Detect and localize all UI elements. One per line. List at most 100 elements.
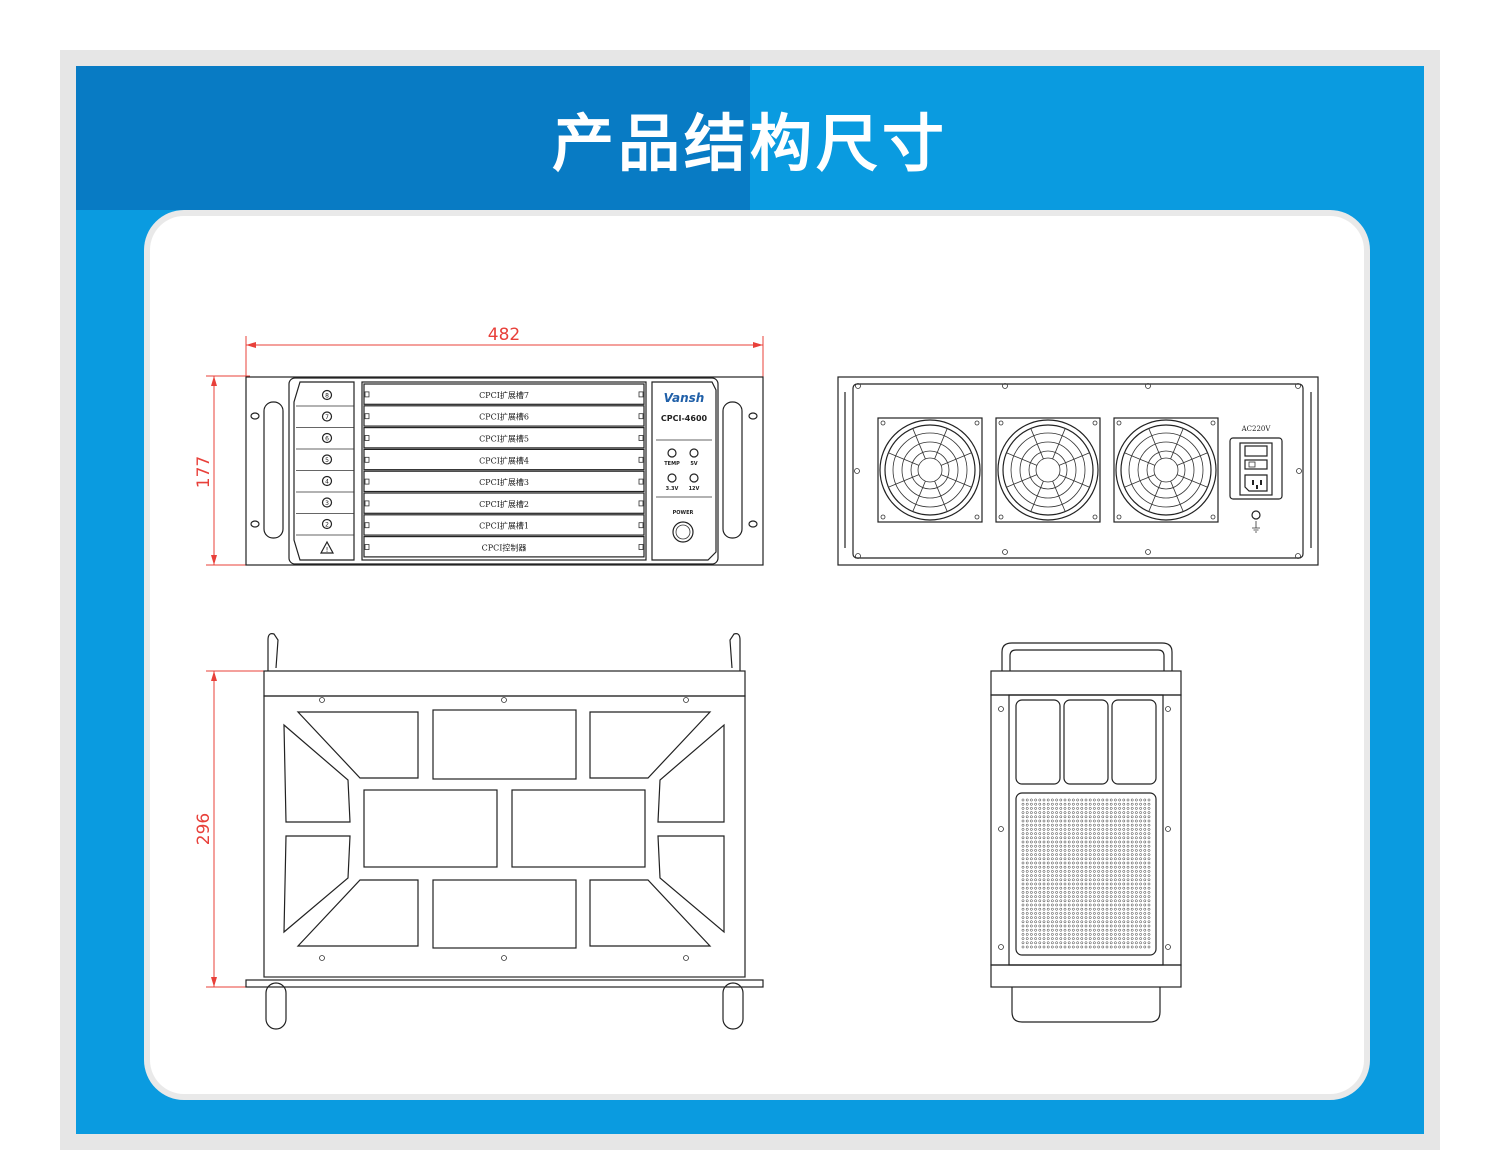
mesh-hole bbox=[1072, 836, 1075, 840]
slot-number: 6 bbox=[325, 436, 329, 443]
mesh-hole bbox=[1055, 941, 1058, 945]
power-switch[interactable] bbox=[1244, 459, 1268, 470]
mesh-hole bbox=[1034, 857, 1037, 861]
mesh-hole bbox=[1135, 903, 1138, 907]
power-button[interactable] bbox=[672, 521, 694, 543]
mesh-hole bbox=[1046, 844, 1050, 848]
mesh-hole bbox=[1084, 933, 1088, 936]
mesh-hole bbox=[1114, 945, 1117, 949]
mesh-hole bbox=[1051, 941, 1054, 945]
mesh-hole bbox=[1097, 849, 1100, 852]
screw bbox=[319, 697, 325, 703]
mesh-hole bbox=[1147, 802, 1151, 806]
iec-inlet bbox=[1244, 474, 1268, 492]
fan-group bbox=[877, 417, 1219, 523]
slot-number-circle bbox=[321, 518, 333, 530]
mesh-hole bbox=[1093, 933, 1096, 936]
side-top-handle bbox=[1001, 642, 1173, 671]
mesh-hole bbox=[1025, 891, 1029, 894]
depth-dimension-label: 296 bbox=[194, 813, 214, 845]
mesh-hole bbox=[1059, 836, 1063, 840]
mesh-hole bbox=[1143, 836, 1147, 840]
mesh-hole bbox=[1042, 891, 1046, 894]
mesh-hole bbox=[1042, 945, 1046, 949]
fan-guard-ring bbox=[1153, 457, 1179, 483]
mesh-hole bbox=[1072, 849, 1075, 852]
mesh-hole bbox=[1084, 857, 1088, 861]
mesh-hole bbox=[1114, 807, 1117, 810]
mesh-hole bbox=[1072, 928, 1075, 932]
mesh-hole bbox=[1101, 895, 1105, 898]
mesh-hole bbox=[1034, 882, 1037, 886]
mesh-hole bbox=[1042, 798, 1046, 802]
mesh-hole bbox=[1105, 807, 1109, 810]
mesh-hole bbox=[1139, 807, 1142, 810]
mesh-hole bbox=[1143, 807, 1147, 810]
mesh-hole bbox=[1055, 815, 1058, 819]
mesh-hole bbox=[1097, 920, 1100, 924]
front-chassis-outline bbox=[245, 376, 764, 566]
mesh-hole bbox=[1063, 823, 1067, 827]
mesh-hole bbox=[1038, 903, 1042, 907]
mesh-hole bbox=[1042, 937, 1046, 940]
slot-number: 3 bbox=[325, 500, 329, 507]
mesh-hole bbox=[1135, 853, 1138, 856]
mesh-hole bbox=[1101, 903, 1105, 907]
mesh-hole bbox=[1063, 798, 1067, 802]
mesh-hole bbox=[1147, 828, 1151, 831]
mesh-hole bbox=[1118, 891, 1121, 894]
mesh-hole bbox=[1067, 828, 1071, 831]
fan-guard-spoke bbox=[1170, 428, 1184, 460]
mesh-hole bbox=[1034, 903, 1037, 907]
slot-card bbox=[363, 470, 645, 493]
mesh-hole bbox=[1076, 836, 1079, 840]
mesh-hole bbox=[1055, 874, 1058, 877]
mesh-hole bbox=[1080, 853, 1084, 856]
mesh-hole bbox=[1088, 941, 1092, 945]
mesh-hole bbox=[1139, 916, 1142, 919]
mesh-hole bbox=[1034, 878, 1037, 882]
mesh-hole bbox=[1067, 903, 1071, 907]
mesh-hole bbox=[1101, 920, 1105, 924]
mesh-hole bbox=[1059, 886, 1063, 890]
mesh-hole bbox=[1038, 916, 1042, 919]
screw bbox=[1295, 383, 1301, 389]
mesh-hole bbox=[1025, 870, 1029, 873]
fan-guard-ring bbox=[884, 424, 976, 516]
slot-label: CPCI扩展槽7 bbox=[479, 390, 529, 400]
mesh-hole bbox=[1147, 886, 1151, 890]
mesh-hole bbox=[1130, 899, 1134, 903]
mesh-hole bbox=[1143, 924, 1147, 928]
mesh-hole bbox=[1046, 840, 1050, 844]
mesh-hole bbox=[1076, 811, 1079, 814]
mesh-hole bbox=[1114, 819, 1117, 823]
mesh-hole bbox=[1143, 933, 1147, 936]
height-dimension-label: 177 bbox=[194, 456, 214, 488]
fan-guard-spoke bbox=[912, 480, 926, 512]
mesh-hole bbox=[1038, 878, 1042, 882]
fan-screw bbox=[974, 514, 980, 520]
mesh-hole bbox=[1118, 933, 1121, 936]
mesh-hole bbox=[1101, 933, 1105, 936]
mesh-hole bbox=[1126, 807, 1130, 810]
mesh-hole bbox=[1072, 874, 1075, 877]
mesh-hole bbox=[1147, 882, 1151, 886]
mesh-hole bbox=[1067, 840, 1071, 844]
mesh-hole bbox=[1046, 895, 1050, 898]
mesh-hole bbox=[1105, 891, 1109, 894]
mesh-hole bbox=[1097, 823, 1100, 827]
mesh-hole bbox=[1084, 836, 1088, 840]
mesh-hole bbox=[1143, 828, 1147, 831]
mesh-hole bbox=[1030, 832, 1033, 835]
mesh-hole bbox=[1114, 933, 1117, 936]
mesh-hole bbox=[1038, 823, 1042, 827]
cutout bbox=[511, 789, 646, 868]
mesh-hole bbox=[1067, 815, 1071, 819]
mesh-hole bbox=[1063, 832, 1067, 835]
fan-guard-ring bbox=[879, 419, 981, 521]
mesh-hole bbox=[1051, 924, 1054, 928]
screw bbox=[854, 468, 860, 474]
mesh-hole bbox=[1097, 933, 1100, 936]
mesh-hole bbox=[1080, 849, 1084, 852]
mesh-hole bbox=[1042, 878, 1046, 882]
